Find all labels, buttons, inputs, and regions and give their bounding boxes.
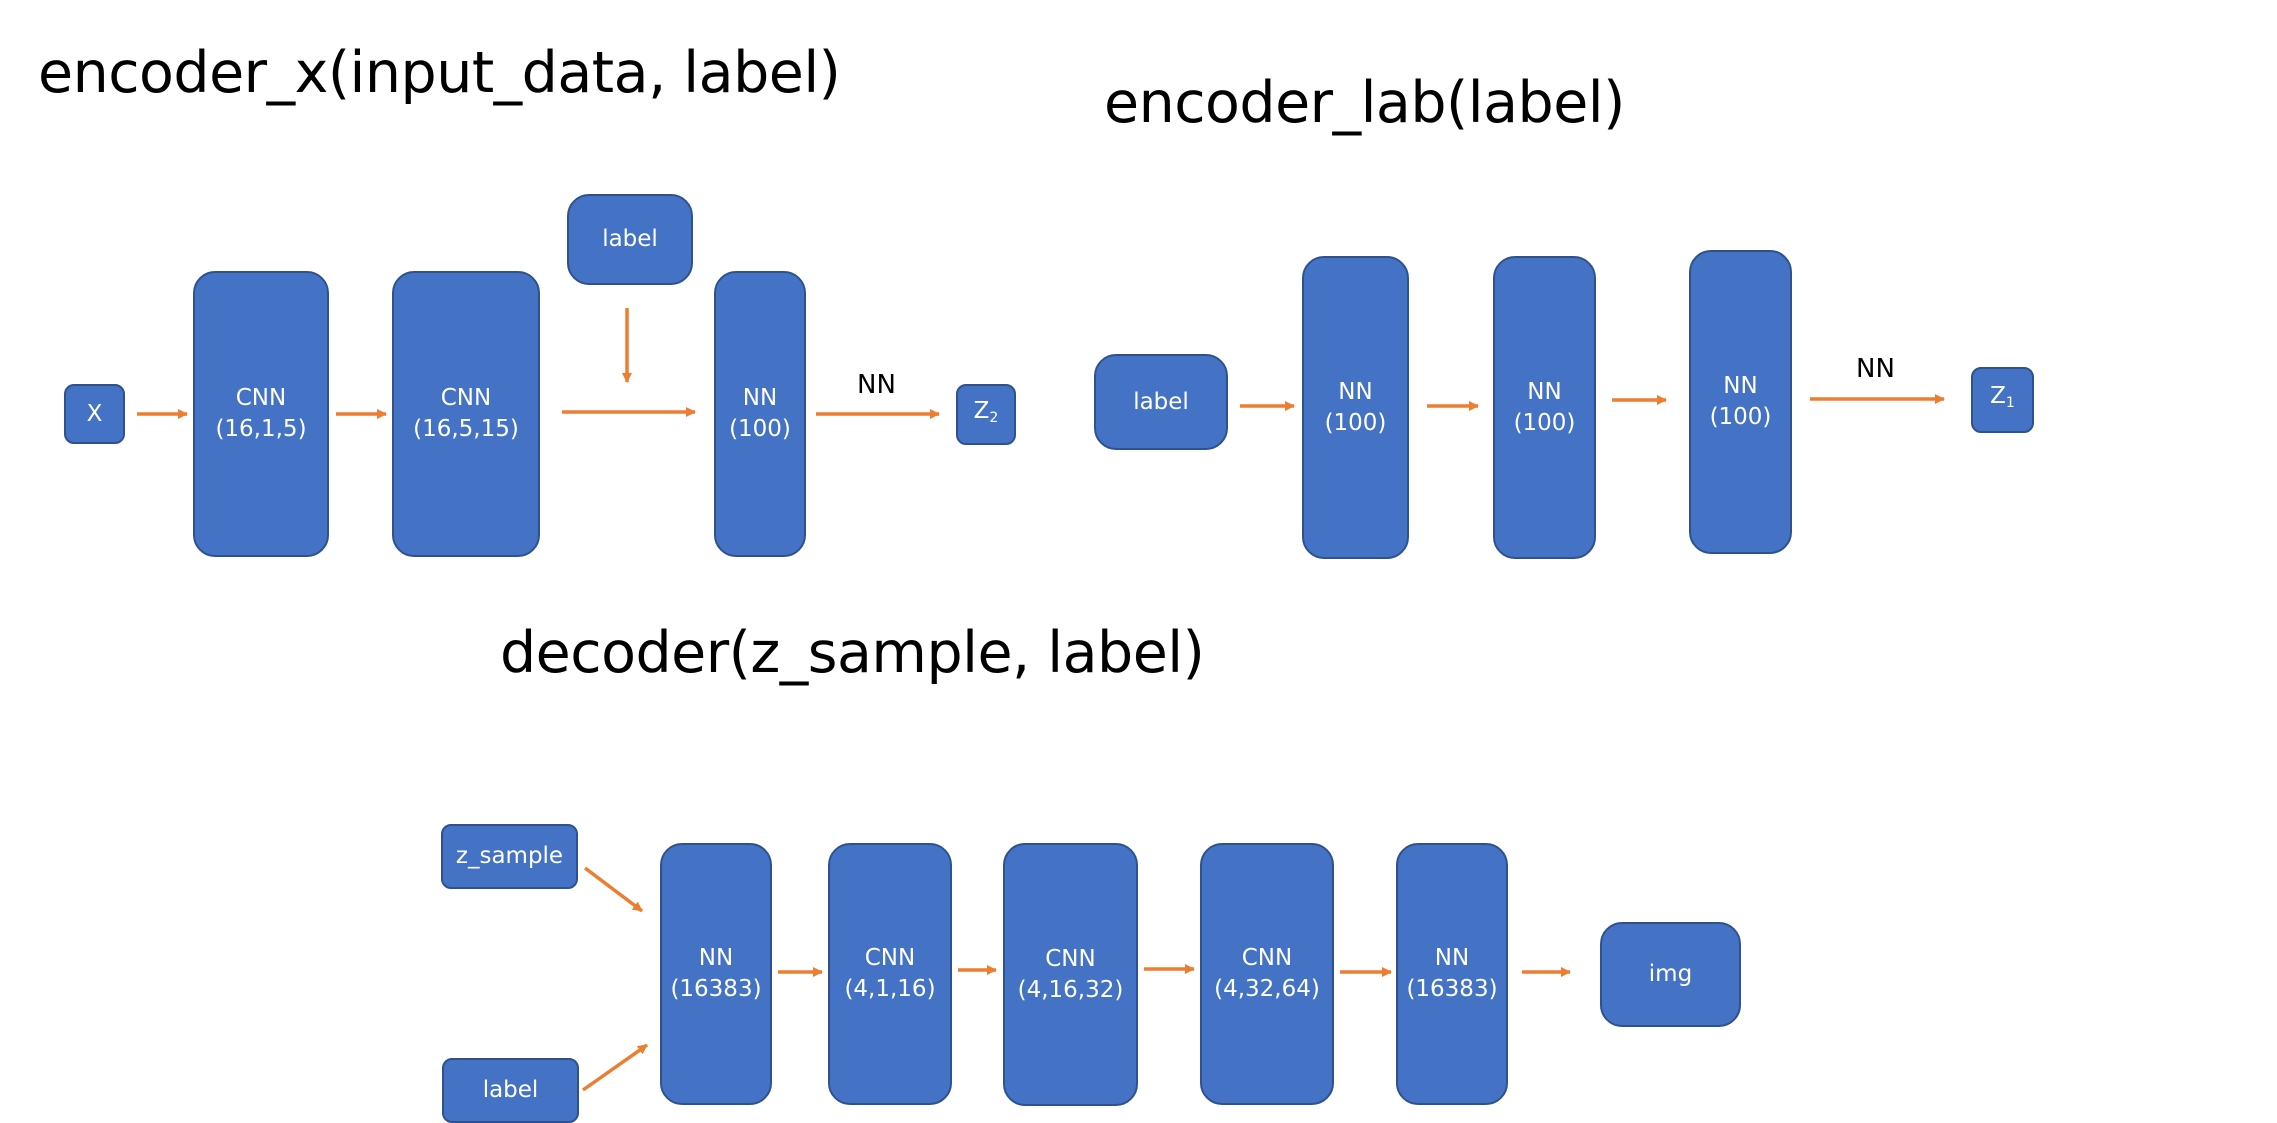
decoder-cnn3-params: (4,32,64) xyxy=(1214,976,1320,1002)
input-x-label: X xyxy=(86,400,103,427)
decoder-cnn3-name: CNN xyxy=(1241,945,1293,971)
encoder-x-cnn1-box: CNN (16,1,5) xyxy=(193,271,329,557)
decoder-cnn2-name: CNN xyxy=(1045,945,1096,972)
decoder-nn2-name: NN xyxy=(1434,945,1470,971)
decoder-nn1-box: NN (16383) xyxy=(660,843,772,1105)
encoder-lab-nn2-name: NN xyxy=(1527,378,1562,405)
decoder-cnn2-box: CNN (4,16,32) xyxy=(1003,843,1138,1106)
decoder-nn1-params: (16383) xyxy=(670,976,762,1002)
cnn1-name: CNN xyxy=(235,385,287,411)
encoder-lab-nn3-params: (100) xyxy=(1709,404,1772,430)
decoder-label-text: label xyxy=(482,1077,539,1103)
encoder-x-nn-box: NN (100) xyxy=(714,271,806,557)
input-x-box: X xyxy=(64,384,125,444)
z2-label: Z2 xyxy=(973,397,999,426)
decoder-cnn1-params: (4,1,16) xyxy=(844,976,936,1002)
decoder-nn2-box: NN (16383) xyxy=(1396,843,1508,1105)
cnn2-params: (16,5,15) xyxy=(413,416,519,442)
encoder-x-nn-params: (100) xyxy=(729,416,791,442)
encoder-lab-nn3-name: NN xyxy=(1723,373,1758,399)
encoder-x-title: encoder_x(input_data, label) xyxy=(38,40,841,106)
cnn2-name: CNN xyxy=(440,385,492,411)
arrow-label-to-nn xyxy=(581,1043,649,1092)
decoder-nn1-name: NN xyxy=(698,945,734,971)
decoder-cnn2-params: (4,16,32) xyxy=(1017,976,1124,1003)
encoder-lab-nn1-name: NN xyxy=(1338,378,1373,405)
encoder-lab-nn2-params: (100) xyxy=(1513,409,1576,436)
encoder-x-nn-name: NN xyxy=(742,385,778,411)
z-sample-text: z_sample xyxy=(455,843,564,869)
encoder-lab-nn1-box: NN (100) xyxy=(1302,256,1409,559)
decoder-cnn1-box: CNN (4,1,16) xyxy=(828,843,952,1105)
encoder-x-label-text: label xyxy=(602,226,658,252)
arrow-zsample-to-nn xyxy=(583,866,644,913)
decoder-cnn1-name: CNN xyxy=(864,945,916,971)
decoder-cnn3-box: CNN (4,32,64) xyxy=(1200,843,1334,1105)
encoder-lab-title: encoder_lab(label) xyxy=(1104,70,1625,136)
decoder-nn2-params: (16383) xyxy=(1406,976,1498,1002)
encoder-x-label-box: label xyxy=(567,194,693,285)
encoder-lab-nn1-params: (100) xyxy=(1324,409,1387,436)
encoder-lab-arrow-label: NN xyxy=(1856,354,1895,384)
z2-box: Z2 xyxy=(956,384,1016,445)
decoder-label-box: label xyxy=(442,1058,579,1123)
encoder-lab-label-box: label xyxy=(1094,354,1228,450)
encoder-lab-nn3-box: NN (100) xyxy=(1689,250,1792,554)
encoder-lab-label-text: label xyxy=(1133,388,1189,415)
encoder-x-arrow-label: NN xyxy=(857,370,896,400)
z1-label: Z1 xyxy=(1990,383,2015,411)
decoder-title: decoder(z_sample, label) xyxy=(500,620,1205,686)
encoder-x-cnn2-box: CNN (16,5,15) xyxy=(392,271,540,557)
img-output-box: img xyxy=(1600,922,1741,1027)
z-sample-box: z_sample xyxy=(441,824,578,889)
z1-box: Z1 xyxy=(1971,367,2034,433)
img-output-text: img xyxy=(1648,961,1693,987)
cnn1-params: (16,1,5) xyxy=(215,416,307,442)
encoder-lab-nn2-box: NN (100) xyxy=(1493,256,1596,559)
